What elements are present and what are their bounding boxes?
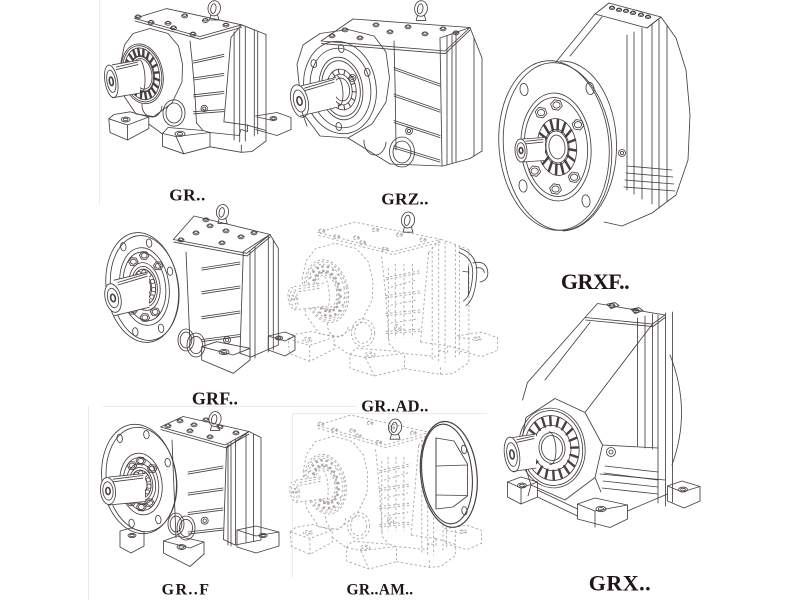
svg-text:GR..: GR.. [169,186,206,205]
svg-text:GR..AD..: GR..AD.. [361,397,428,416]
svg-text:GRX..: GRX.. [589,571,651,596]
svg-text:GR..F: GR..F [162,582,211,599]
svg-text:GRZ..: GRZ.. [381,190,429,209]
svg-text:GR..AM..: GR..AM.. [347,582,414,599]
svg-text:GRF..: GRF.. [192,389,238,409]
svg-text:GRXF..: GRXF.. [561,269,629,294]
